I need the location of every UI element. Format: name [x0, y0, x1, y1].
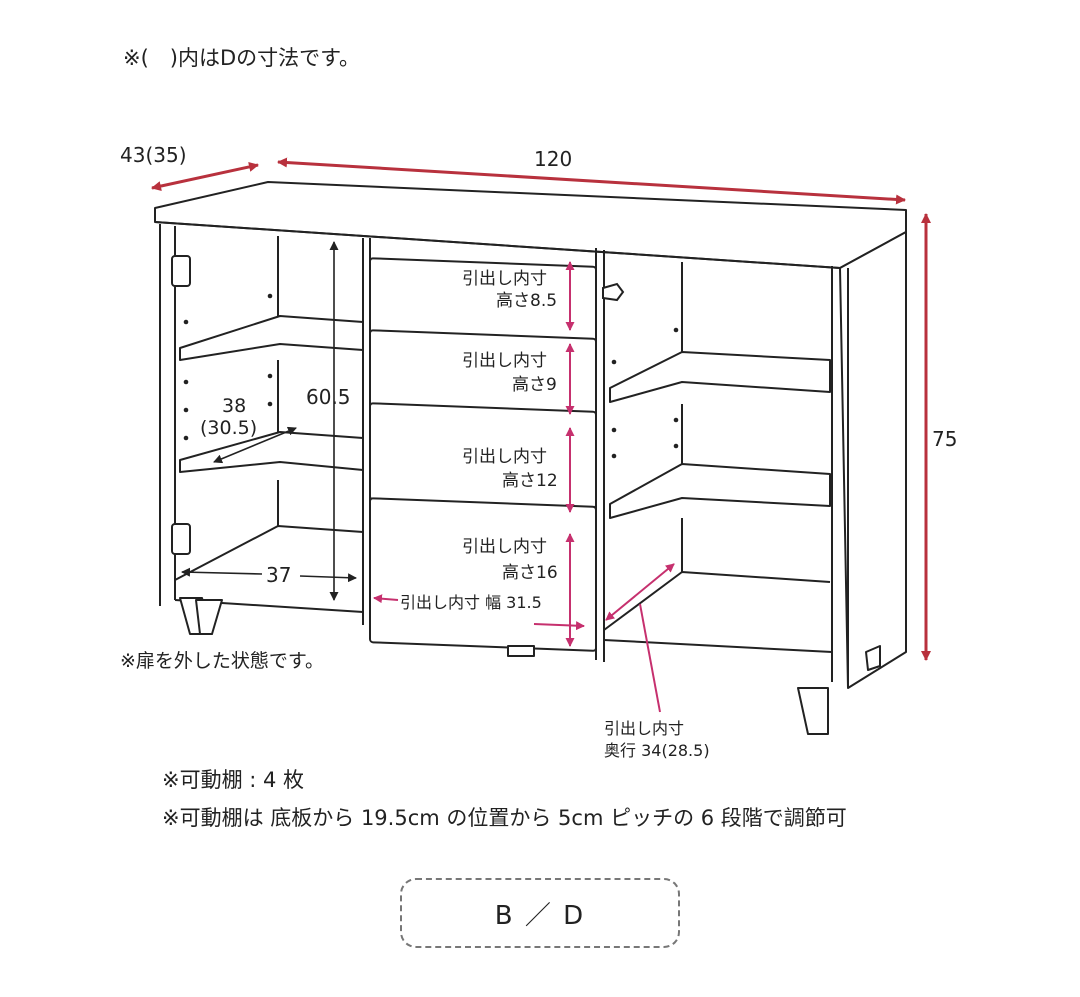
- right-shelf-upper: [609, 351, 831, 403]
- drawer-4-label-1: 引出し内寸: [462, 537, 547, 557]
- width-label: 120: [534, 147, 572, 171]
- drawer-2-label-2: 高さ9: [512, 375, 557, 395]
- drawer-2-label-1: 引出し内寸: [462, 351, 547, 371]
- drawer-4-label-2: 高さ16: [502, 563, 558, 583]
- drawer-depth-label-2: 奥行 34(28.5): [604, 741, 710, 760]
- drawer-3-label-1: 引出し内寸: [462, 447, 547, 467]
- shelf-count-note: ※可動棚 : 4 枚: [162, 768, 305, 792]
- hinge-upper-icon: [171, 255, 191, 287]
- inner-height-label: 60.5: [306, 385, 351, 409]
- latch-icon: [602, 282, 625, 302]
- hardware: [171, 255, 679, 555]
- drawer-1-label-2: 高さ8.5: [496, 291, 557, 311]
- drawer-1-label-1: 引出し内寸: [462, 269, 547, 289]
- drawer-depth-label-1: 引出し内寸: [604, 719, 684, 738]
- inner-width-label: 37: [266, 563, 291, 587]
- variant-badge: B ／ D: [400, 878, 680, 948]
- hinge-lower-icon: [171, 523, 191, 555]
- depth-arrow: [151, 162, 259, 191]
- drawer-dimensions: [373, 261, 675, 713]
- inner-depth-label-2: (30.5): [200, 417, 257, 439]
- outer-dimensions: [151, 157, 931, 661]
- leg-back-right: [865, 645, 881, 671]
- width-arrow: [277, 157, 906, 205]
- depth-label: 43(35): [120, 143, 187, 167]
- left-shelf-upper: [179, 315, 364, 361]
- shelf-adjust-note: ※可動棚は 底板から 19.5cm の位置から 5cm ピッチの 6 段階で調節…: [162, 806, 847, 830]
- drawer-4: [369, 497, 597, 652]
- inner-dimensions: [181, 241, 357, 601]
- leg-front-right: [797, 687, 829, 735]
- inner-depth-label-1: 38: [222, 395, 246, 417]
- height-label: 75: [932, 427, 957, 451]
- right-shelf-lower: [609, 463, 831, 519]
- leg-center: [507, 645, 535, 657]
- drawer-width-label: 引出し内寸 幅 31.5: [400, 593, 542, 612]
- side-panel: [839, 231, 907, 689]
- drawer-3-label-2: 高さ12: [502, 471, 558, 491]
- door-removed-note: ※扉を外した状態です。: [120, 650, 325, 672]
- parentheses-note: ※( )内はDの寸法です。: [123, 46, 361, 70]
- top-board: [154, 181, 907, 269]
